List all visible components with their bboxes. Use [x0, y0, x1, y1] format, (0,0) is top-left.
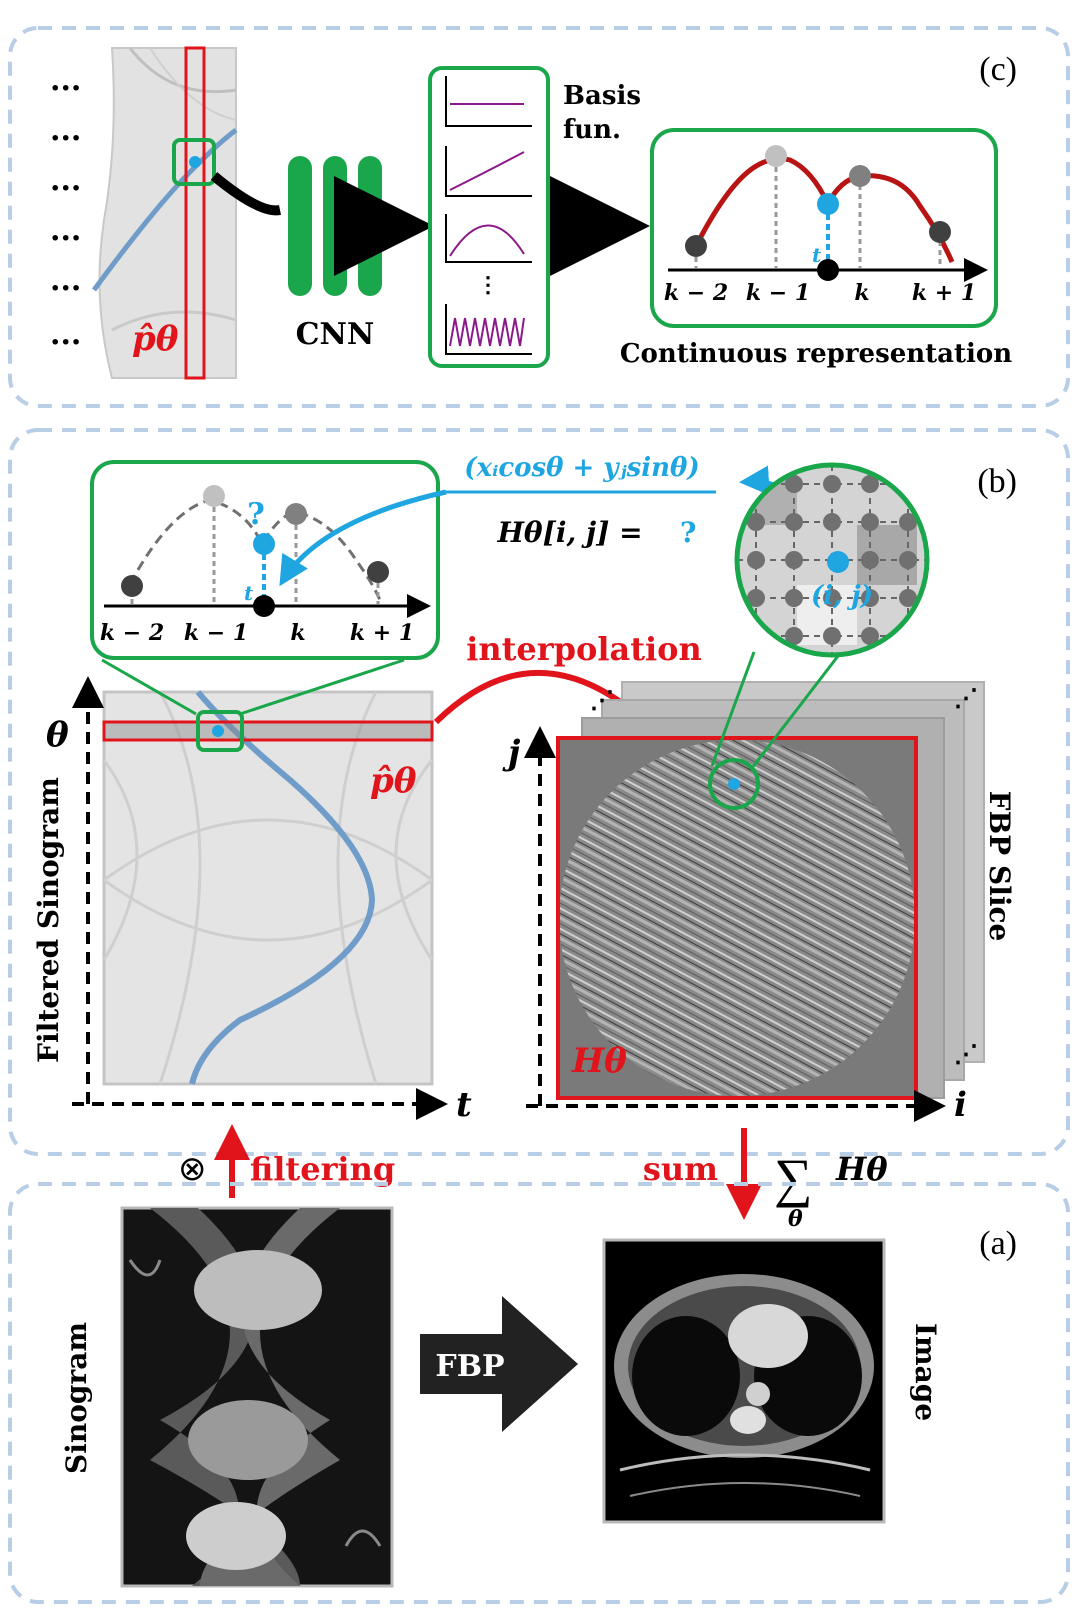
i-axis-label: i	[954, 1085, 967, 1125]
stack-ellipsis-right-bottom: ⋰	[954, 1039, 978, 1068]
summation-symbol: ∑	[774, 1148, 813, 1208]
tick-label: k − 1	[184, 620, 248, 646]
sample-point	[189, 156, 201, 168]
continuous-representation-box: t k − 2 k − 1 k k + 1	[650, 128, 998, 328]
p-theta-label: p̂θ	[370, 761, 417, 801]
sample-k-minus-1	[765, 145, 787, 167]
cnn-label: CNN	[296, 317, 375, 352]
panel-b-label: (b)	[977, 463, 1017, 500]
formula-to-curve-arrow	[279, 489, 447, 587]
filtering-label: filtering	[250, 1150, 395, 1188]
sum-label: sum	[643, 1150, 718, 1188]
panel-c-label: (c)	[979, 51, 1017, 88]
connector-line	[210, 172, 281, 216]
continuous-representation-label: Continuous representation	[620, 339, 1012, 369]
fbp-slice-stack: ⋰ ⋰ ⋰	[556, 681, 985, 1100]
ellipsis: ···	[50, 325, 81, 360]
interpolated-point	[817, 193, 839, 215]
t-axis-label: t	[456, 1085, 472, 1125]
panel-b: (b) ? t k − 2 k − 1 k k + 1	[8, 428, 1070, 1156]
pixel-grid-zoom-circle: (i, j)	[734, 462, 930, 658]
tick-label: k − 1	[746, 280, 810, 306]
tick-label: k + 1	[912, 280, 976, 306]
trajectory-curve	[189, 690, 376, 1085]
cnn-block	[288, 156, 382, 296]
convolution-symbol: ⊗	[178, 1151, 207, 1188]
sample-k-minus-2	[685, 235, 707, 257]
ellipsis: ···	[50, 71, 81, 106]
panel-c: (c) ··· ··· ··· ··· ··· ··· p̂θ	[8, 26, 1070, 408]
t-label: t	[244, 581, 254, 605]
fbp-arrow	[420, 1296, 578, 1432]
fbp-slice-image	[559, 740, 915, 1096]
tick-label: k + 1	[350, 620, 414, 646]
pixel-index-label: (i, j)	[811, 581, 873, 611]
j-axis-label: j	[502, 733, 521, 773]
tick-label: k	[290, 620, 305, 646]
panel-a-label: (a)	[979, 1225, 1017, 1262]
sinogram-image	[120, 1206, 394, 1588]
stack-ellipsis-right-top: ⋰	[954, 683, 978, 712]
tick-label: k − 2	[100, 620, 164, 646]
selected-column-box	[184, 46, 206, 380]
sinogram-label: Sinogram	[60, 1322, 93, 1474]
basis-label-line2: fun.	[563, 115, 621, 145]
trajectory-curve	[91, 128, 238, 292]
theta-axis-label: θ	[46, 715, 69, 755]
fbp-slice-label: FBP Slice	[983, 791, 1016, 942]
basis-quadratic-curve	[449, 224, 525, 257]
basis-oscillating-curve	[449, 317, 525, 347]
summation-subscript: θ	[788, 1206, 803, 1232]
ellipsis-column: ··· ··· ··· ··· ··· ···	[50, 71, 81, 360]
target-pixel	[827, 551, 849, 573]
zoom-box	[172, 138, 216, 186]
fbp-arrow-label: FBP	[435, 1349, 504, 1384]
basis-ellipsis: ⋮	[477, 272, 499, 298]
interpolation-zoom-box: ? t k − 2 k − 1 k k + 1	[90, 460, 440, 660]
sample-k-plus-1	[929, 221, 951, 243]
question-mark: ?	[247, 497, 265, 532]
h-theta-label: Hθ	[571, 1041, 627, 1081]
interpolation-label: interpolation	[466, 630, 702, 668]
selected-row-box	[102, 720, 434, 742]
ct-image	[602, 1238, 886, 1524]
projection-formula: (xᵢcosθ + yⱼsinθ)	[464, 453, 699, 483]
tick-label: k	[854, 280, 869, 306]
transition-arrows: ⊗ filtering sum ∑ Hθ θ	[178, 1124, 888, 1232]
panel-a: (a) Sinogram FBP	[8, 1182, 1070, 1604]
ellipsis: ···	[50, 171, 81, 206]
filtered-sinogram-label: Filtered Sinogram	[32, 777, 65, 1063]
image-label: Image	[909, 1323, 942, 1421]
t-position	[817, 259, 839, 281]
ellipsis: ···	[50, 271, 81, 306]
stack-ellipsis-top: ⋰	[590, 685, 614, 714]
h-theta-frame	[556, 736, 918, 1100]
ellipsis: ···	[50, 121, 81, 156]
ellipsis: ···	[50, 221, 81, 256]
summation-term: Hθ	[835, 1150, 888, 1188]
basis-label-line1: Basis	[563, 81, 641, 111]
filtered-sinogram-image	[102, 690, 434, 1086]
formula-question-mark: ?	[680, 516, 696, 549]
sample-k	[849, 165, 871, 187]
t-label: t	[812, 243, 822, 267]
basis-functions-box: ⋮	[428, 66, 550, 368]
p-theta-label: p̂θ	[132, 319, 179, 359]
tick-label: k − 2	[664, 280, 728, 306]
h-theta-formula: Hθ[i, j] =	[496, 516, 642, 549]
basis-linear-curve	[449, 151, 525, 191]
sinogram-strip-image	[91, 46, 238, 380]
